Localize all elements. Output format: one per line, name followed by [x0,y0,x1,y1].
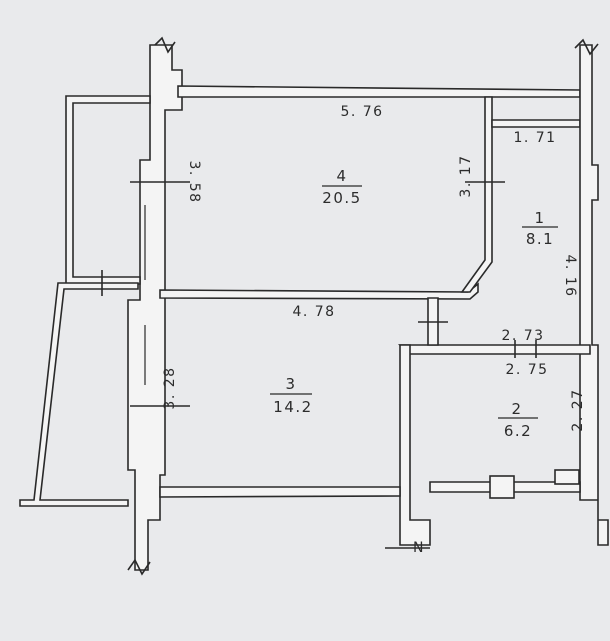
balcony-lower [19,282,139,507]
wall-mid [159,282,479,300]
wall-room1-top [491,119,581,128]
room-1-area: 8.1 [526,230,554,248]
room-3-area: 14.2 [273,398,312,416]
walls [19,44,609,571]
wall-top [177,85,581,98]
wall-room2-top [397,344,591,355]
room-2-number: 2 [511,400,522,418]
dim-room4-right: 3. 17 [458,154,474,197]
dim-room3-top: 4. 78 [292,304,335,320]
dimension-labels: 5. 76 3. 58 3. 17 1. 71 4. 16 4. 78 3. 2… [162,104,586,556]
wall-room4-right [460,96,493,293]
room-labels: 4 20.5 1 8.1 3 14.2 2 6.2 [270,167,558,440]
room-3-number: 3 [285,375,296,393]
break-mark [127,558,151,576]
dim-room4-left: 3. 58 [186,160,202,203]
dim-room2-right: 2. 27 [570,388,586,431]
fixture [554,469,580,485]
dim-room3-left: 3. 28 [162,366,178,409]
balcony-upper [65,95,151,285]
room-4-number: 4 [336,167,347,185]
room-4-area: 20.5 [322,189,361,207]
dim-room4-top: 5. 76 [340,104,383,120]
wall-bottom-room3 [159,486,401,498]
dim-room2-top-b: 2. 75 [505,362,548,378]
main-wall-left [127,44,183,571]
break-mark [574,38,599,56]
wall-room2-left [399,344,431,546]
dim-room2-top-a: 2. 73 [501,328,544,344]
dim-room1-right: 4. 16 [562,254,578,297]
wall-right [579,44,609,546]
details [101,36,599,576]
room-2-area: 6.2 [504,422,532,440]
break-mark [154,36,176,54]
dim-room1-top: 1. 71 [513,130,556,146]
fixture [489,475,515,499]
room-1-number: 1 [534,209,545,227]
section-mark: N [413,540,425,556]
